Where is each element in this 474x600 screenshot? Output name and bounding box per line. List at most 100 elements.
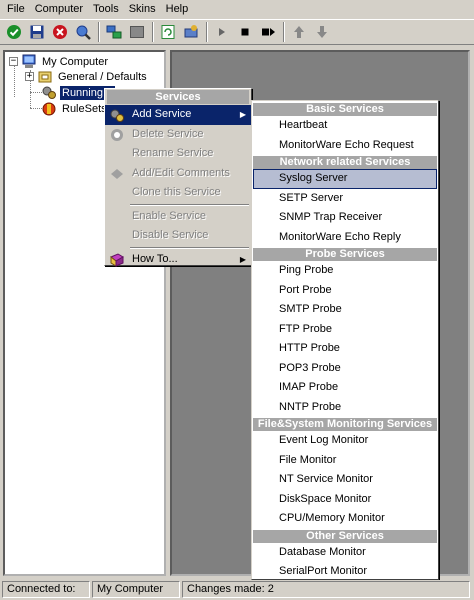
tools-button[interactable] [72, 21, 94, 43]
menu-separator [130, 203, 249, 206]
submenu-item-echo-request[interactable]: MonitorWare Echo Request [279, 138, 414, 151]
save-icon [30, 25, 44, 39]
step-icon [262, 28, 275, 36]
group-header-other: Other Services [253, 529, 437, 543]
group-header-filesystem: File&System Monitoring Services [253, 418, 437, 431]
services-context-menu: Services Add Service ▶ Delete Service Re… [104, 88, 252, 267]
add-service-item[interactable]: Add Service ▶ [105, 105, 251, 125]
submenu-item-smtp-probe[interactable]: SMTP Probe [279, 303, 342, 315]
play-button[interactable] [211, 21, 233, 43]
submenu-item-event-log[interactable]: Event Log Monitor [279, 434, 369, 446]
stop-button[interactable] [234, 21, 256, 43]
computer-icon [21, 54, 37, 69]
stop-red-icon [53, 25, 67, 39]
menu-item-label: How To... [132, 252, 178, 265]
tree-node-general-defaults[interactable]: + General / Defaults [25, 69, 149, 84]
submenu-arrow-icon: ▶ [239, 254, 246, 264]
tools-icon [76, 25, 91, 40]
network-button[interactable] [103, 21, 125, 43]
pane-splitter[interactable] [166, 50, 170, 576]
submenu-item-imap-probe[interactable]: IMAP Probe [279, 381, 339, 393]
toolbar [0, 19, 474, 45]
panel-button[interactable] [126, 21, 148, 43]
submenu-item-nt-service[interactable]: NT Service Monitor [279, 473, 373, 485]
go-button[interactable] [3, 21, 25, 43]
config-button[interactable] [180, 21, 202, 43]
step-button[interactable] [257, 21, 279, 43]
network-icon [106, 25, 122, 39]
submenu-item-ping-probe[interactable]: Ping Probe [279, 264, 334, 276]
toolbar-separator [283, 22, 285, 42]
move-down-button[interactable] [311, 21, 333, 43]
submenu-item-serialport-monitor[interactable]: SerialPort Monitor [279, 565, 368, 577]
panel-icon [130, 26, 144, 38]
menu-file[interactable]: File [7, 3, 25, 15]
how-to-item[interactable]: How To... ▶ [105, 250, 251, 270]
submenu-item-port-probe[interactable]: Port Probe [279, 283, 332, 296]
menu-item-label: Disable Service [132, 229, 209, 241]
submenu-item-http-probe[interactable]: HTTP Probe [279, 342, 340, 354]
tree-line [30, 108, 44, 109]
rename-service-item[interactable]: Rename Service [105, 144, 251, 164]
add-edit-comments-item[interactable]: Add/Edit Comments [105, 164, 251, 184]
status-changes: Changes made: 2 [182, 581, 470, 598]
group-header-probe: Probe Services [253, 248, 437, 261]
expand-toggle[interactable]: + [25, 71, 34, 81]
group-header-network: Network related Services [253, 156, 437, 169]
submenu-item-database-monitor[interactable]: Database Monitor [279, 545, 366, 558]
submenu-item-file-monitor[interactable]: File Monitor [279, 453, 337, 466]
status-connected-label: Connected to: [2, 581, 90, 598]
enable-service-item[interactable]: Enable Service [105, 207, 251, 227]
status-computer: My Computer [92, 581, 180, 598]
menu-skins[interactable]: Skins [128, 3, 156, 15]
delete-icon [111, 128, 123, 141]
collapse-toggle[interactable]: − [9, 56, 18, 66]
save-button[interactable] [26, 21, 48, 43]
tree-label: My Computer [42, 55, 109, 68]
menu-bar: File Computer Tools Skins Help [0, 0, 474, 19]
group-header-basic: Basic Services [253, 103, 437, 116]
context-menu-header: Services [107, 90, 249, 104]
submenu-arrow-icon: ▶ [239, 110, 246, 119]
submenu-item-setp-server[interactable]: SETP Server [279, 191, 343, 204]
go-icon [7, 25, 21, 39]
status-bar: Connected to: My Computer Changes made: … [0, 580, 474, 600]
clone-service-item[interactable]: Clone this Service [105, 183, 251, 203]
tree-line [14, 64, 15, 97]
toolbar-separator [206, 22, 208, 42]
menu-help[interactable]: Help [165, 3, 189, 15]
refresh-button[interactable] [157, 21, 179, 43]
submenu-item-ftp-probe[interactable]: FTP Probe [279, 322, 332, 335]
submenu-item-cpu-memory[interactable]: CPU/Memory Monitor [279, 512, 385, 524]
toolbar-separator [152, 22, 154, 42]
tree-node-rulesets[interactable]: RuleSets [41, 101, 109, 116]
menu-item-label: Enable Service [132, 209, 206, 222]
menu-computer[interactable]: Computer [34, 3, 84, 15]
submenu-item-nntp-probe[interactable]: NNTP Probe [279, 400, 342, 413]
delete-service-item[interactable]: Delete Service [105, 125, 251, 145]
toolbar-separator [98, 22, 100, 42]
submenu-item-diskspace[interactable]: DiskSpace Monitor [279, 492, 372, 505]
tree-label: RuleSets [62, 102, 107, 115]
tree-node-running-services[interactable]: Running S [41, 85, 116, 100]
submenu-item-pop3-probe[interactable]: POP3 Probe [279, 361, 341, 374]
submenu-item-snmp-trap[interactable]: SNMP Trap Receiver [279, 211, 383, 223]
up-arrow-icon [294, 26, 304, 38]
move-up-button[interactable] [288, 21, 310, 43]
menu-item-label: Rename Service [132, 147, 214, 159]
tree-node-my-computer[interactable]: − My Computer [9, 54, 110, 69]
submenu-item-echo-reply[interactable]: MonitorWare Echo Reply [279, 230, 401, 243]
stop-service-button[interactable] [49, 21, 71, 43]
refresh-icon [161, 25, 175, 39]
tree-line [30, 70, 31, 108]
submenu-item-heartbeat[interactable]: Heartbeat [279, 119, 328, 131]
menu-tools[interactable]: Tools [93, 3, 119, 15]
tree-label: General / Defaults [58, 70, 147, 83]
submenu-item-syslog-server[interactable]: Syslog Server [253, 169, 437, 189]
disable-service-item[interactable]: Disable Service [105, 226, 251, 246]
menu-item-label: Add/Edit Comments [132, 166, 230, 179]
menu-separator [130, 246, 249, 249]
menu-item-label: Add Service [132, 108, 192, 120]
menu-item-label: Delete Service [132, 127, 204, 140]
down-arrow-icon [317, 26, 327, 38]
